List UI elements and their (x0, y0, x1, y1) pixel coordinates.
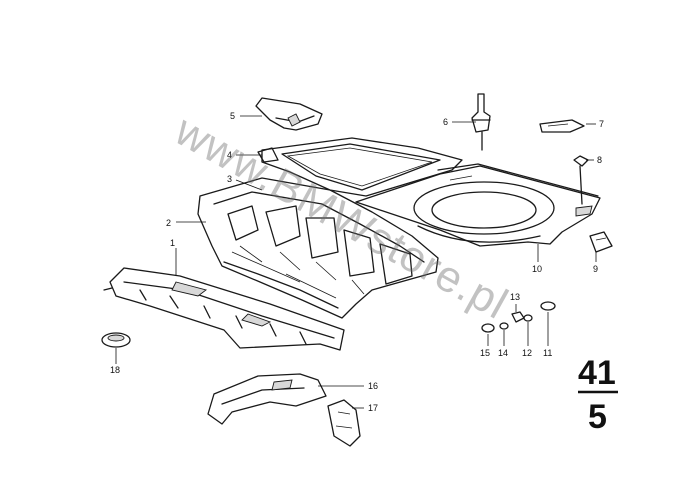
part-cover-7 (539, 119, 585, 133)
part-trunk-floor (355, 163, 601, 247)
part-jack-6 (471, 93, 491, 151)
callout-6: 6 (443, 117, 448, 127)
callout-9: 9 (593, 264, 598, 274)
callout-5: 5 (230, 111, 235, 121)
callout-14: 14 (498, 348, 508, 358)
callout-17: 17 (368, 403, 378, 413)
callout-4: 4 (227, 150, 232, 160)
part-bracket-5 (255, 97, 323, 131)
callout-12: 12 (522, 348, 532, 358)
group-number: 41 (578, 354, 616, 392)
callout-10: 10 (532, 264, 542, 274)
callout-18: 18 (110, 365, 120, 375)
callout-16: 16 (368, 381, 378, 391)
callout-labels: 1 2 3 4 5 6 7 8 9 10 11 12 13 14 15 16 1… (110, 111, 604, 413)
callout-7: 7 (599, 119, 604, 129)
part-grommet-18 (101, 332, 131, 364)
part-rear-panel (197, 177, 439, 319)
part-plate-17 (327, 399, 361, 447)
part-window-frame (257, 137, 463, 197)
leader-lines (175, 115, 597, 409)
part-member-16 (207, 373, 327, 425)
part-crossmember-1 (103, 267, 345, 351)
part-hardware-small (481, 301, 556, 346)
subgroup-number: 5 (588, 398, 607, 436)
callout-8: 8 (597, 155, 602, 165)
group-number-block: 41 5 (578, 354, 618, 436)
callout-1: 1 (170, 238, 175, 248)
callout-3: 3 (227, 174, 232, 184)
callout-13: 13 (510, 292, 520, 302)
part-bracket-9 (589, 231, 613, 253)
callout-15: 15 (480, 348, 490, 358)
callout-2: 2 (166, 218, 171, 228)
callout-11: 11 (543, 348, 552, 358)
